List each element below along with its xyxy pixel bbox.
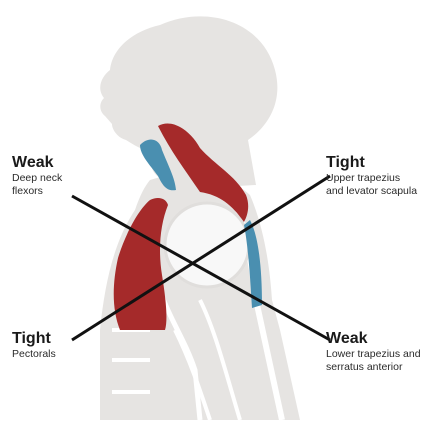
- label-title: Tight: [12, 330, 51, 347]
- cross-line-weak: [71, 194, 331, 342]
- label-description: serratus anterior: [326, 361, 403, 373]
- upper-trapezius-muscle: [158, 123, 249, 222]
- label-description: and levator scapula: [326, 185, 418, 197]
- label-title: Weak: [326, 330, 368, 347]
- label-title: Tight: [326, 154, 365, 171]
- label-description: Deep neck: [12, 172, 63, 184]
- label-description: Lower trapezius and: [326, 348, 421, 360]
- label-description: flexors: [12, 185, 43, 197]
- label-tight-upper-trapezius: Tight Upper trapezius and levator scapul…: [326, 154, 421, 198]
- label-tight-pectorals: Tight Pectorals: [12, 330, 102, 361]
- label-description: Pectorals: [12, 348, 56, 360]
- lower-trapezius-muscle: [244, 220, 262, 308]
- cross-line-tight: [71, 174, 331, 342]
- label-weak-lower-trapezius: Weak Lower trapezius and serratus anteri…: [326, 330, 421, 374]
- label-title: Weak: [12, 154, 54, 171]
- label-description: Upper trapezius: [326, 172, 401, 184]
- label-weak-deep-neck-flexors: Weak Deep neck flexors: [12, 154, 102, 198]
- deep-neck-flexors-muscle: [140, 139, 176, 191]
- pectorals-muscle: [113, 197, 168, 330]
